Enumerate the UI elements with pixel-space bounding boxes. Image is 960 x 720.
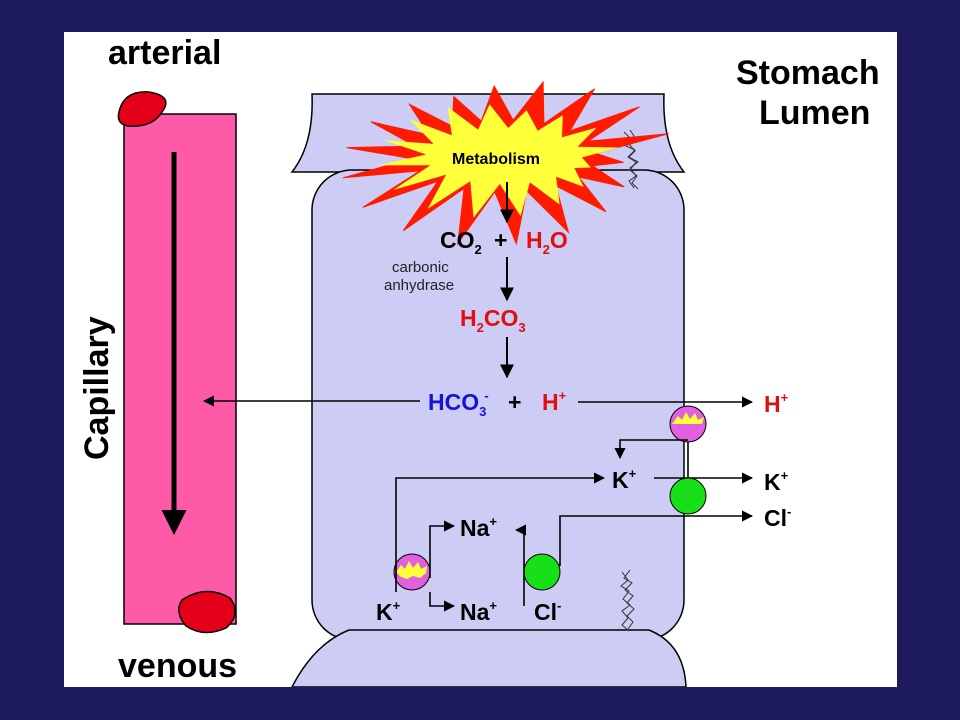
arrow-k-into-cell <box>614 439 688 460</box>
venous-end <box>178 590 236 634</box>
lower-neighbor-cell <box>291 629 687 687</box>
plus-sign-2: + <box>508 389 521 415</box>
pump-burst-bottom <box>396 561 427 579</box>
arterial-label: arterial <box>108 34 221 72</box>
diagram-panel: arterial venous Capillary Stomach Lumen … <box>64 32 897 687</box>
basolateral-exchanger <box>523 553 561 591</box>
proton-in-cell: H+ <box>542 388 567 415</box>
h-k-atpase-pump <box>669 405 707 443</box>
venous-label: venous <box>118 647 237 685</box>
k-in-lumen: K+ <box>764 468 789 495</box>
capillary-vessel <box>117 91 237 634</box>
h2co3-formula: H2CO3 <box>460 305 526 335</box>
anhydrase-label: anhydrase <box>384 277 454 294</box>
co2-formula: CO2 <box>440 227 482 257</box>
proton-in-lumen: H+ <box>764 390 789 417</box>
pump-burst-top <box>672 412 704 424</box>
na-upper: Na+ <box>460 514 497 541</box>
na-lower: Na+ <box>460 598 497 625</box>
plus-sign-1: + <box>494 227 507 253</box>
arrow-na-to-exchanger <box>514 524 527 606</box>
h2o-formula: H2O <box>526 227 568 257</box>
cl-in-lumen: Cl- <box>764 504 791 531</box>
cl-blood: Cl- <box>534 598 561 625</box>
metabolism-label: Metabolism <box>452 151 540 168</box>
arrow-na-into-cell <box>429 520 456 578</box>
parietal-cell-diagram: arterial venous Capillary Stomach Lumen … <box>78 34 880 687</box>
stomach-label: Stomach <box>736 54 880 92</box>
na-k-atpase-pump <box>393 553 431 591</box>
metabolism-starburst <box>342 80 669 246</box>
carbonic-label: carbonic <box>392 259 449 276</box>
lumen-label: Lumen <box>759 94 870 132</box>
arrow-k-from-blood <box>395 472 606 592</box>
bicarbonate-formula: HCO3- <box>428 388 489 419</box>
arterial-end <box>117 91 167 127</box>
tight-junction-lower <box>620 569 635 632</box>
apical-channel <box>669 477 707 515</box>
k-blood: K+ <box>376 598 401 625</box>
arrow-cl-to-lumen <box>559 510 754 566</box>
k-in-cell-upper: K+ <box>612 466 637 493</box>
arrow-na-out <box>429 592 456 612</box>
capillary-label: Capillary <box>78 316 116 460</box>
